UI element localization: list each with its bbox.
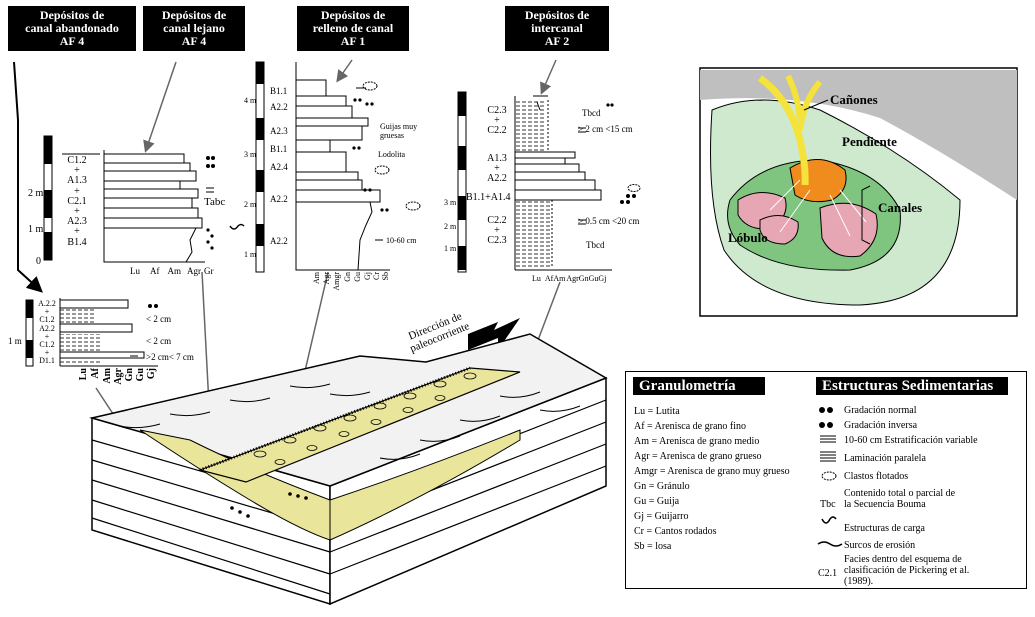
granulometria-title: Granulometría <box>633 377 765 395</box>
intercanal-facies-mid: A1.3+A2.2 <box>487 153 507 184</box>
map-label-canales: Canales <box>878 200 923 215</box>
lejano-note-tabc: Tabc <box>204 196 226 208</box>
intercanal-facies-bot: C2.2+C2.3 <box>487 215 507 246</box>
header-intercanal: Depósitos de intercanal AF 2 <box>505 6 609 51</box>
estructuras-title: Estructuras Sedimentarias <box>816 377 1008 395</box>
lejano-facies: C1.2+ A1.3+ C2.1+ A2.3+ B1.4 <box>67 155 87 248</box>
fan-map <box>699 67 1018 317</box>
column-relleno-canal <box>255 61 421 273</box>
column-intercanal <box>457 91 641 273</box>
lejano-scale-labels: 2 m <box>28 188 44 199</box>
column-canal-lejano <box>43 135 245 263</box>
map-label-lobulo: Lóbulo <box>728 230 768 245</box>
intercanal-facies-top: C2.3+C2.2 <box>487 105 507 136</box>
header-relleno-canal: Depósitos de relleno de canal AF 1 <box>297 6 409 51</box>
paleocurrent-arrow-icon <box>468 318 520 350</box>
lejano-scale-1m: 1 m <box>28 224 44 235</box>
column-canal-abandonado <box>25 298 158 367</box>
legend-box: Granulometría Lu = Lutita Af = Arenisca … <box>625 371 1027 589</box>
header-canal-lejano: Depósitos de canal lejano AF 4 <box>143 6 245 51</box>
block-diagram <box>89 333 608 606</box>
map-label-canones: Cañones <box>830 92 878 107</box>
map-label-pendiente: Pendiente <box>842 134 897 149</box>
lejano-scale-0: 0 <box>36 256 41 267</box>
header-canal-abandonado: Depósitos de canal abandonado AF 4 <box>8 6 136 51</box>
intercanal-facies-b: B1.1+A1.4 <box>466 192 511 203</box>
abandonado-scale: 1 m <box>8 336 22 346</box>
legend-symbols <box>817 407 843 547</box>
